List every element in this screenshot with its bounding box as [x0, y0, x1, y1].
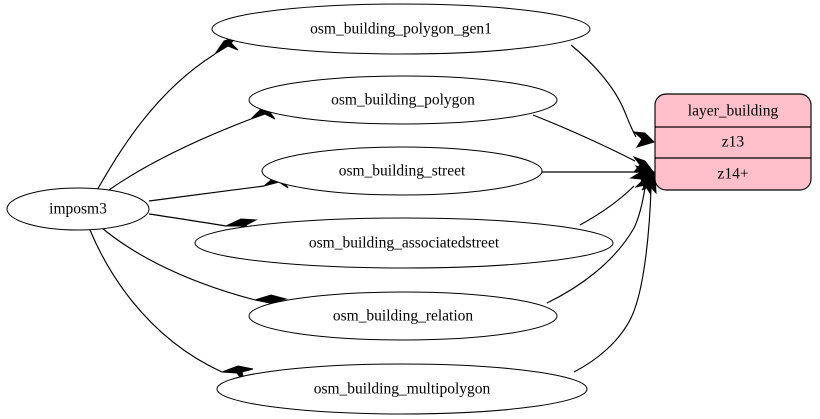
node-shape [6, 187, 150, 231]
edge-path [96, 53, 216, 191]
node-osm-building-street[interactable]: osm_building_street [261, 146, 543, 196]
edge-osm-building-polygon-to-z14[interactable] [532, 114, 656, 174]
edge-path [573, 188, 652, 373]
edge-osm-building-multipolygon-to-z14[interactable] [573, 171, 657, 373]
node-layer-building[interactable]: layer_building z13 z14+ [654, 93, 812, 191]
node-shape [194, 217, 614, 269]
edge-path [105, 118, 252, 193]
edge-osm-building-polygon-gen1-to-z13[interactable] [570, 44, 655, 148]
record-row-z14: z14+ [717, 166, 748, 183]
node-label: osm_building_relation [333, 308, 474, 325]
node-label: osm_building_associatedstreet [309, 235, 500, 252]
node-osm-building-associatedstreet[interactable]: osm_building_associatedstreet [194, 217, 614, 269]
edge-path [532, 114, 636, 162]
edge-imposm3-to-osm-building-associatedstreet[interactable] [148, 213, 258, 235]
node-osm-building-polygon-gen1[interactable]: osm_building_polygon_gen1 [211, 3, 591, 55]
node-shape [211, 3, 591, 55]
node-imposm3[interactable]: imposm3 [6, 187, 150, 231]
edge-group-target [532, 44, 657, 373]
arrow-head [641, 171, 657, 195]
edge-path [148, 185, 265, 202]
node-label: osm_building_street [339, 163, 466, 180]
edge-path [148, 213, 227, 227]
node-label: imposm3 [49, 201, 107, 218]
edge-path [570, 44, 637, 138]
record-background [654, 93, 812, 191]
node-shape [216, 363, 588, 415]
edge-path [101, 227, 256, 301]
node-shape [261, 146, 543, 196]
node-shape [248, 291, 558, 341]
edge-path [579, 185, 635, 226]
node-label: osm_building_multipolygon [314, 381, 491, 398]
record-row-title: layer_building [688, 103, 779, 120]
edge-imposm3-to-osm-building-polygon[interactable] [105, 103, 278, 193]
record-row-z13: z13 [722, 134, 745, 151]
edge-imposm3-to-osm-building-multipolygon[interactable] [89, 229, 254, 383]
node-shape [248, 75, 558, 125]
arrow-head [632, 131, 655, 148]
edge-path [546, 187, 646, 304]
node-osm-building-multipolygon[interactable]: osm_building_multipolygon [216, 363, 588, 415]
edge-imposm3-to-osm-building-polygon-gen1[interactable] [96, 35, 239, 191]
arrow-head [221, 365, 254, 383]
node-label: osm_building_polygon [331, 92, 475, 109]
arrow-head [225, 218, 258, 235]
node-osm-building-polygon[interactable]: osm_building_polygon [248, 75, 558, 125]
edge-path [89, 229, 223, 373]
node-osm-building-relation[interactable]: osm_building_relation [248, 291, 558, 341]
node-label: osm_building_polygon_gen1 [310, 21, 492, 38]
